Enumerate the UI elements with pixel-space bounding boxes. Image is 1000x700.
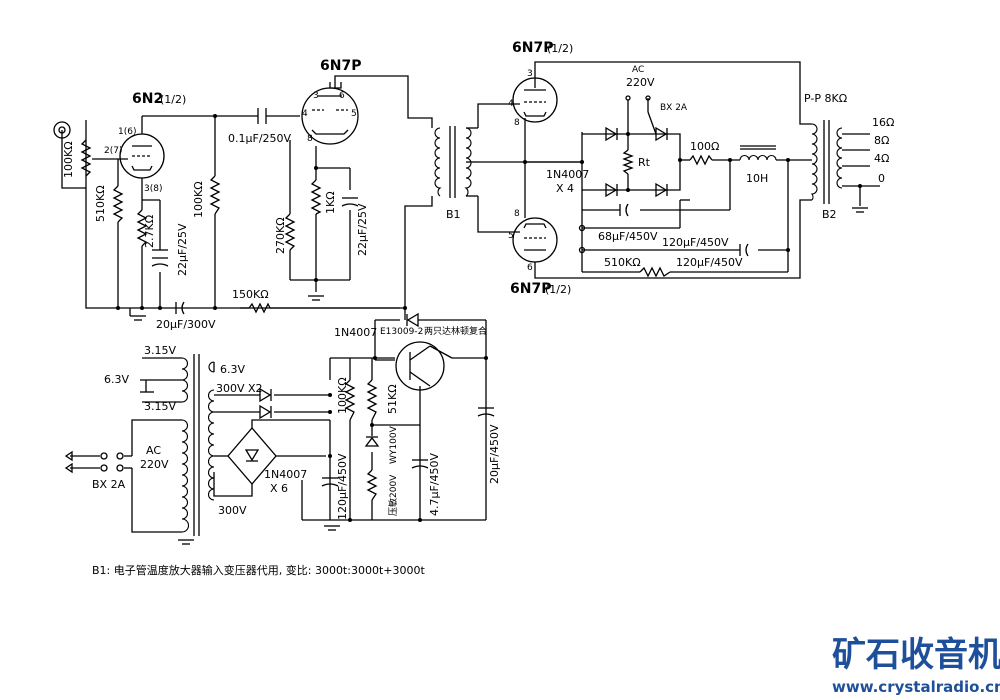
power-transformer xyxy=(181,354,215,536)
labels: 6N2 (1/2) 6N7P 6N7P (1/2) 6N7P (1/2) 1(6… xyxy=(62,40,894,577)
label-ps-transistor: E13009-2 xyxy=(380,327,423,337)
footnote: B1: 电子管温度放大器输入变压器代用, 变比: 3000t:3000t+300… xyxy=(92,563,425,577)
label-ps-mov: 压敏200V xyxy=(387,474,399,516)
label-220v-top: 220V xyxy=(626,76,655,89)
tube-v3-sub: (1/2) xyxy=(547,42,573,55)
label-r270k: 270KΩ xyxy=(274,217,287,254)
pin-label: 6 xyxy=(339,91,345,101)
input-jack xyxy=(53,121,71,139)
tube-v4-sub: (1/2) xyxy=(545,283,571,296)
choke-10h xyxy=(739,145,777,161)
label-ps-6-3l: 6.3V xyxy=(104,373,129,386)
label-x4: X 4 xyxy=(556,182,574,195)
pin-label: 3 xyxy=(313,91,319,101)
label-ps-300x2: 300V X2 xyxy=(216,382,263,395)
label-ps-c47: 4.7μF/450V xyxy=(428,452,441,516)
label-c68uf: 68μF/450V xyxy=(598,230,658,243)
label-r2-7k: 2.7KΩ xyxy=(143,215,156,248)
label-ps-r51k: 51KΩ xyxy=(386,384,399,414)
label-c01uf: 0.1μF/250V xyxy=(228,132,292,145)
label-choke: 10H xyxy=(746,172,768,185)
label-ps-note: 两只达林顿复合 xyxy=(424,325,487,337)
tube-6n2 xyxy=(119,133,165,179)
label-r510k: 510KΩ xyxy=(94,185,107,222)
label-tap4: 4Ω xyxy=(874,152,889,165)
ground-symbols xyxy=(129,207,868,545)
tube-v1-label: 6N2 xyxy=(132,91,163,107)
label-b2-pp: P-P 8KΩ xyxy=(804,92,847,105)
transistor-e13009 xyxy=(395,341,453,391)
label-1n4007-x4: 1N4007 xyxy=(546,168,589,181)
fuses xyxy=(64,95,657,474)
label-ps-bx: BX 2A xyxy=(92,478,126,491)
diodes xyxy=(244,126,668,462)
tube-6n7p-lower xyxy=(512,217,558,263)
label-vol-pot: 100KΩ xyxy=(62,141,75,178)
pin-label: 4 xyxy=(302,109,308,119)
resistors xyxy=(80,139,713,501)
label-c22uf-2: 22μF/25V xyxy=(356,203,369,256)
tube-v2-label: 6N7P xyxy=(320,58,361,74)
label-b1: B1 xyxy=(446,208,461,221)
label-ps-x6: X 6 xyxy=(270,482,288,495)
tube-v4-label: 6N7P xyxy=(510,281,551,297)
wires xyxy=(61,61,880,533)
pin-label: 3(8) xyxy=(144,184,162,194)
transformer-b2 xyxy=(810,120,843,204)
label-ps-c120: 120μF/450V xyxy=(336,453,349,520)
label-ps-220: 220V xyxy=(140,458,169,471)
watermark-title: 矿石收音机 xyxy=(832,635,1000,675)
label-ps-300: 300V xyxy=(218,504,247,517)
label-rt: Rt xyxy=(638,156,651,169)
label-bx-top: BX 2A xyxy=(660,103,688,113)
label-tap8: 8Ω xyxy=(874,134,889,147)
label-ps-1n4007: 1N4007 xyxy=(334,326,377,339)
label-ps-c20: 20μF/450V xyxy=(488,424,501,484)
label-ps-bridge: 1N4007 xyxy=(264,468,307,481)
transformer-b1 xyxy=(434,126,478,198)
label-r100k-1: 100KΩ xyxy=(192,181,205,218)
pin-label: 8 xyxy=(514,209,520,219)
pin-label: 6 xyxy=(527,263,533,273)
label-b2: B2 xyxy=(822,208,837,221)
label-ac-top: AC xyxy=(632,65,644,75)
pin-label: 5 xyxy=(351,109,357,119)
label-r1k: 1KΩ xyxy=(324,191,337,214)
label-r100: 100Ω xyxy=(690,140,719,153)
label-ps-3-15b: 3.15V xyxy=(144,400,176,413)
pin-label: 8 xyxy=(307,134,313,144)
pin-label: 3 xyxy=(527,69,533,79)
tube-v1-sub: (1/2) xyxy=(160,93,186,106)
tube-v3-label: 6N7P xyxy=(512,40,553,56)
pin-label: 1(6) xyxy=(118,127,136,137)
tube-6n7p-driver xyxy=(301,87,359,145)
tube-6n7p-upper xyxy=(512,77,558,123)
pin-label: 2(7) xyxy=(104,146,122,156)
pin-label: 4 xyxy=(508,99,514,109)
label-tap0: 0 xyxy=(878,172,885,185)
pin-label: 8 xyxy=(514,118,520,128)
label-ps-3-15a: 3.15V xyxy=(144,344,176,357)
label-ps-6-3r: 6.3V xyxy=(220,363,245,376)
label-c120uf-a: 120μF/450V xyxy=(662,236,729,249)
pin-label: 5 xyxy=(508,231,514,241)
label-ps-wy100: WY100V xyxy=(389,425,399,464)
label-c22uf-1: 22μF/25V xyxy=(176,223,189,276)
label-c20uf-300: 20μF/300V xyxy=(156,318,216,331)
label-ps-r100k: 100KΩ xyxy=(336,377,349,414)
watermark-url: www.crystalradio.cn xyxy=(832,678,1000,696)
capacitors xyxy=(151,108,749,487)
label-r510k-b: 510KΩ xyxy=(604,256,641,269)
label-ps-ac: AC xyxy=(146,444,161,457)
label-c120uf-b: 120μF/450V xyxy=(676,256,743,269)
junctions xyxy=(116,114,862,522)
label-tap16: 16Ω xyxy=(872,116,894,129)
label-r150k: 150KΩ xyxy=(232,288,269,301)
